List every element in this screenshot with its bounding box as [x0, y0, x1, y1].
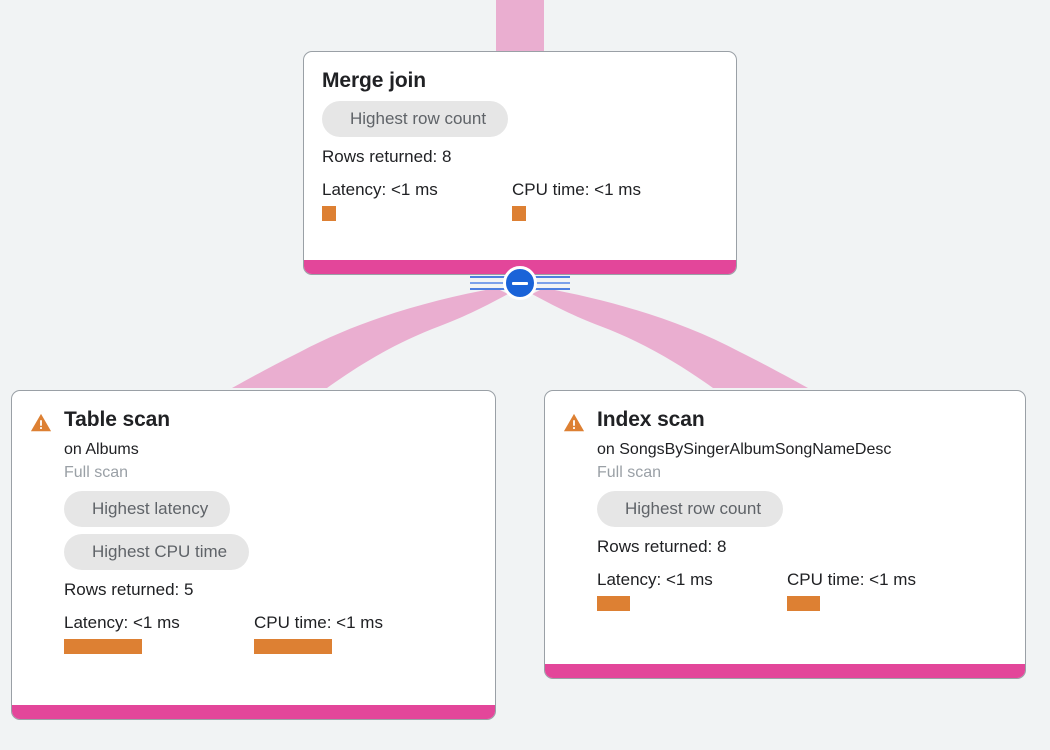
table-scan-rows-returned: Rows returned: 5	[64, 580, 194, 599]
index-scan-details: on SongsBySingerAlbumSongNameDesc Full s…	[563, 439, 1007, 611]
warning-triangle-icon	[30, 413, 52, 432]
metric-latency: Latency: <1 ms	[597, 570, 787, 611]
merge-join-rows-returned: Rows returned: 8	[322, 147, 452, 166]
metric-cpu-time-bar	[254, 639, 332, 654]
table-scan-title: Table scan	[64, 408, 170, 431]
minus-glyph	[512, 281, 528, 285]
flow-edge-incoming	[496, 0, 544, 52]
metric-latency: Latency: <1 ms	[64, 613, 254, 654]
index-scan-chips: Highest row count	[597, 491, 1007, 527]
warning-triangle-icon	[563, 413, 585, 432]
index-scan-subtitle: on SongsBySingerAlbumSongNameDesc Full s…	[597, 439, 1007, 484]
metric-latency-label: Latency: <1 ms	[322, 180, 438, 199]
metric-cpu-time: CPU time: <1 ms	[787, 570, 916, 611]
plan-node-index-scan[interactable]: Index scan on SongsBySingerAlbumSongName…	[544, 390, 1026, 679]
index-scan-target: on SongsBySingerAlbumSongNameDesc	[597, 441, 892, 458]
table-scan-subtitle: on Albums Full scan	[64, 439, 477, 484]
table-scan-header: Table scan	[30, 407, 477, 434]
table-scan-accent-bar	[12, 705, 495, 719]
index-scan-metrics: Latency: <1 ms CPU time: <1 ms	[597, 570, 1007, 611]
table-scan-metrics: Latency: <1 ms CPU time: <1 ms	[64, 613, 477, 654]
chip-highest-cpu-time[interactable]: Highest CPU time	[64, 534, 250, 570]
metric-cpu-time-label: CPU time: <1 ms	[512, 180, 641, 199]
metric-cpu-time: CPU time: <1 ms	[512, 180, 641, 221]
collapse-minus-icon[interactable]	[503, 266, 537, 300]
chip-highest-row-count[interactable]: Highest row count	[597, 491, 784, 527]
metric-latency-bar	[64, 639, 142, 654]
index-scan-rows-returned: Rows returned: 8	[597, 537, 727, 556]
merge-join-chips: Highest row count	[322, 101, 718, 137]
merge-join-body: Merge join Highest row count Rows return…	[304, 52, 736, 233]
table-scan-chips: Highest latency Highest CPU time	[64, 491, 477, 570]
plan-node-table-scan[interactable]: Table scan on Albums Full scan Highest l…	[11, 390, 496, 720]
index-scan-scan-type: Full scan	[597, 464, 662, 481]
table-scan-scan-type: Full scan	[64, 464, 129, 481]
plan-node-merge-join[interactable]: Merge join Highest row count Rows return…	[303, 51, 737, 275]
metric-cpu-time-bar	[787, 596, 820, 611]
metric-latency-label: Latency: <1 ms	[64, 613, 180, 632]
metric-latency-bar	[597, 596, 630, 611]
merge-join-header: Merge join	[322, 68, 718, 94]
flow-edge-to-index-scan	[532, 288, 808, 388]
merge-join-title: Merge join	[322, 69, 427, 92]
table-scan-target: on Albums	[64, 441, 139, 458]
chip-highest-latency[interactable]: Highest latency	[64, 491, 231, 527]
metric-latency: Latency: <1 ms	[322, 180, 512, 221]
metric-cpu-time-label: CPU time: <1 ms	[254, 613, 383, 632]
metric-cpu-time-bar	[512, 206, 526, 221]
table-scan-body: Table scan on Albums Full scan Highest l…	[12, 391, 495, 668]
index-scan-title: Index scan	[597, 408, 705, 431]
table-scan-details: on Albums Full scan Highest latency High…	[30, 439, 477, 654]
metric-cpu-time-label: CPU time: <1 ms	[787, 570, 916, 589]
chip-highest-row-count[interactable]: Highest row count	[322, 101, 509, 137]
metric-latency-bar	[322, 206, 336, 221]
flow-edge-to-table-scan	[232, 288, 508, 388]
index-scan-body: Index scan on SongsBySingerAlbumSongName…	[545, 391, 1025, 625]
merge-join-metrics: Latency: <1 ms CPU time: <1 ms	[322, 180, 718, 221]
metric-cpu-time: CPU time: <1 ms	[254, 613, 383, 654]
index-scan-header: Index scan	[563, 407, 1007, 434]
metric-latency-label: Latency: <1 ms	[597, 570, 713, 589]
index-scan-accent-bar	[545, 664, 1025, 678]
